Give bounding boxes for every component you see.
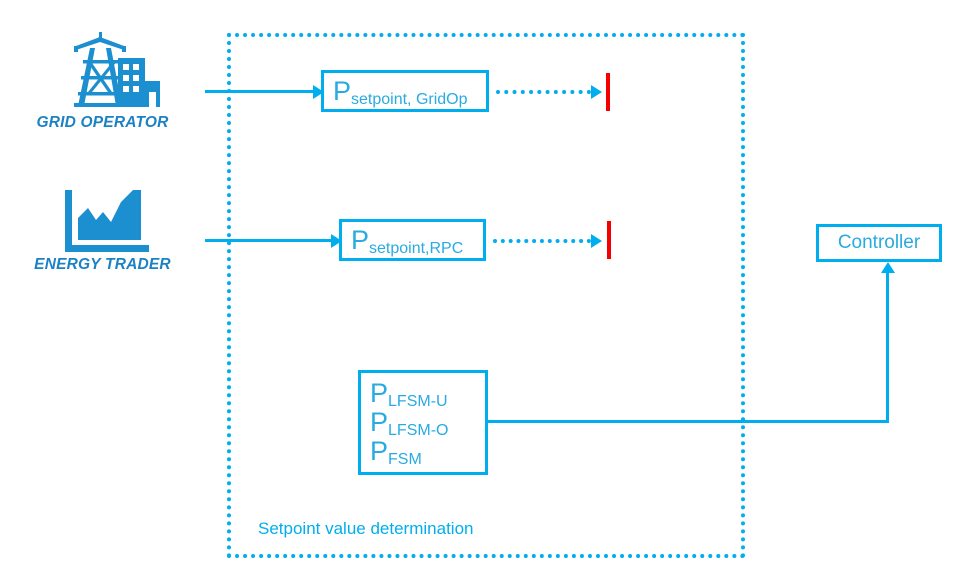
rpc-output-dotted-line <box>493 239 591 243</box>
gridop-input-arrowhead <box>313 84 324 99</box>
lfsm-to-controller-vertical <box>886 272 889 423</box>
trader-input-line <box>205 239 338 242</box>
region-label: Setpoint value determination <box>258 519 474 538</box>
symbol-subscript: FSM <box>388 451 422 468</box>
grid-operator-icon <box>68 30 160 112</box>
symbol-subscript: setpoint,RPC <box>369 239 464 257</box>
gridop-input-line <box>205 90 320 93</box>
trader-input-arrowhead <box>331 233 342 248</box>
symbol-p-fsm: PFSM <box>370 436 422 468</box>
symbol-subscript: LFSM-U <box>388 393 448 410</box>
controller-box: Controller <box>816 224 942 262</box>
gridop-output-arrowhead <box>591 84 602 99</box>
symbol-p-setpoint-rpc: Psetpoint,RPC <box>351 224 464 257</box>
rpc-output-arrowhead <box>591 233 602 248</box>
box-p-setpoint-rpc: Psetpoint,RPC <box>339 219 486 261</box>
gridop-output-dotted-line <box>496 90 591 94</box>
controller-input-arrowhead <box>880 262 895 273</box>
red-marker-gridop <box>606 73 610 111</box>
red-marker-rpc <box>607 221 611 259</box>
symbol-p-lfsm-o: PLFSM-O <box>370 407 449 439</box>
grid-operator-caption: GRID OPERATOR <box>36 114 169 131</box>
energy-trader-caption: ENERGY TRADER <box>34 256 171 273</box>
energy-trader-icon <box>63 188 151 254</box>
symbol-p-setpoint-gridop: Psetpoint, GridOp <box>333 75 468 108</box>
symbol-p-lfsm-u: PLFSM-U <box>370 378 448 410</box>
symbol-subscript: setpoint, GridOp <box>351 90 468 108</box>
lfsm-to-controller-horizontal <box>487 420 889 423</box>
controller-label: Controller <box>837 232 921 253</box>
box-p-setpoint-gridop: Psetpoint, GridOp <box>321 70 489 112</box>
symbol-subscript: LFSM-O <box>388 422 449 439</box>
box-p-lfsm-fsm: PLFSM-U PLFSM-O PFSM <box>358 370 488 475</box>
setpoint-determination-region <box>227 33 745 558</box>
